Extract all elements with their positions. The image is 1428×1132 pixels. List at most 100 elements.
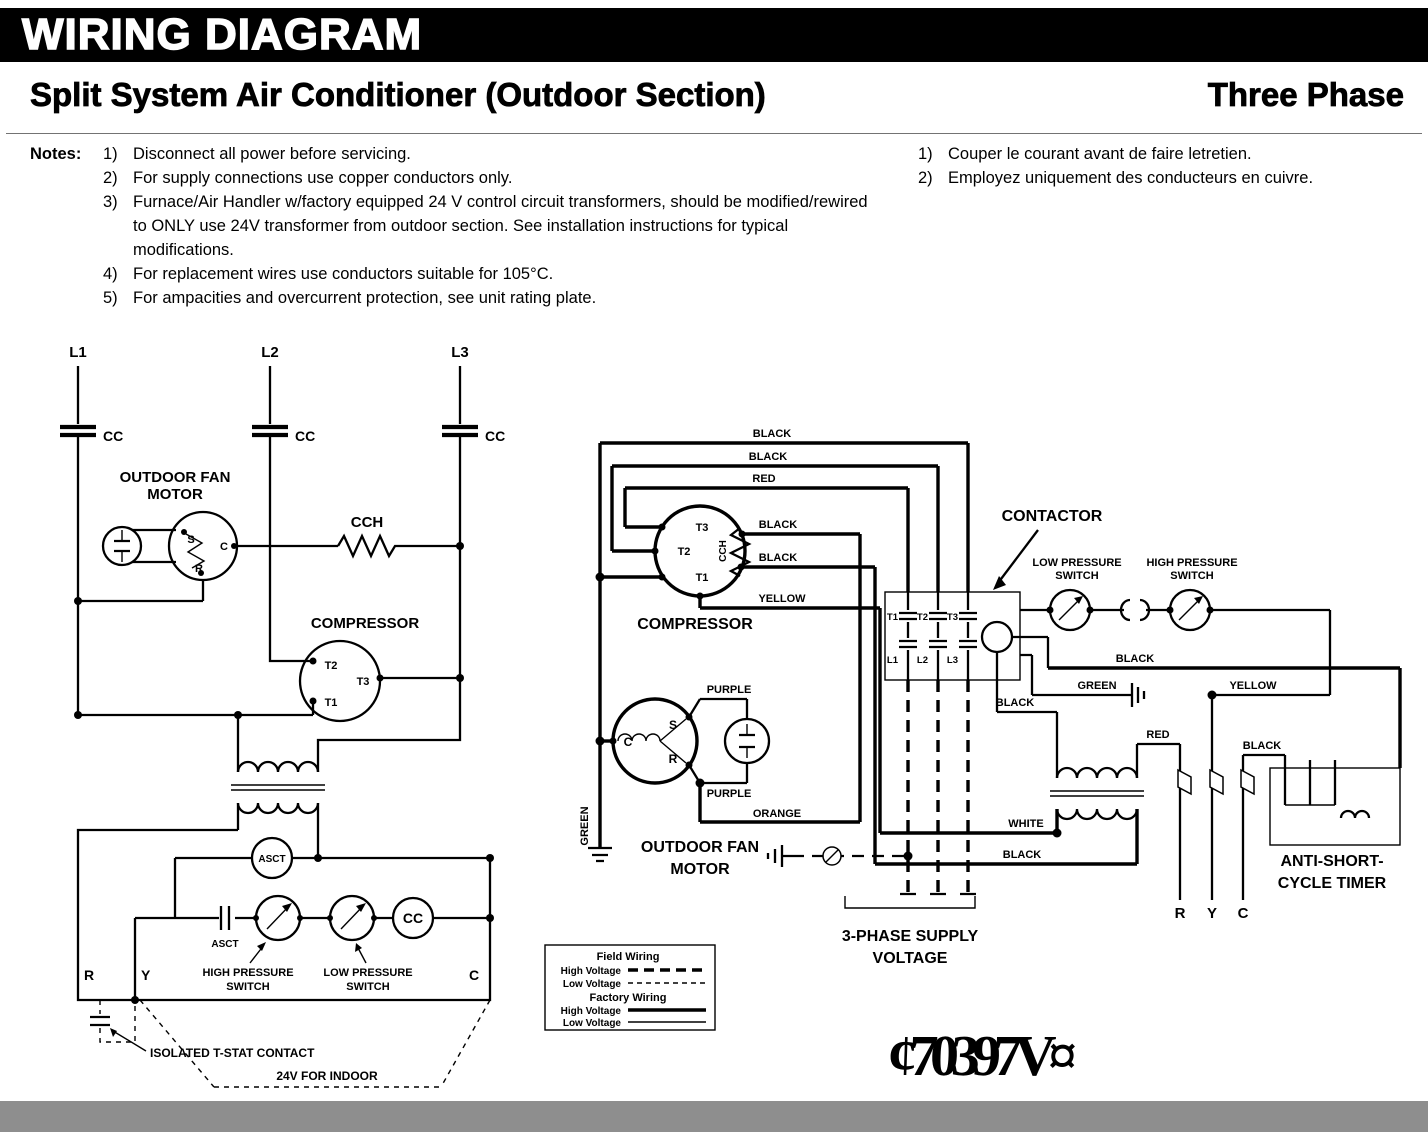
coil-bottom-lead (995, 652, 1059, 778)
wire-label-black: BLACK (996, 697, 1035, 709)
black-wire-to-fan (742, 532, 862, 822)
compressor-t1: T1 (696, 572, 709, 584)
black-wire-to-timer (1048, 666, 1402, 768)
junction-dot (456, 674, 464, 682)
junction-dot (903, 851, 913, 861)
wire-label-red: RED (752, 473, 775, 485)
hps-label-1: HIGH PRESSURE (202, 967, 293, 979)
fan-terminal-r: R (669, 752, 678, 766)
transformer-secondary-coil (236, 802, 320, 815)
timer-terminals (1283, 760, 1337, 805)
terminal-dot (309, 657, 317, 665)
contactor-coil-circle (980, 620, 1014, 654)
contactor-t3: T3 (947, 612, 958, 623)
wire-label-red: RED (1146, 729, 1169, 741)
left-schematic: L1 L2 L3 CC CC CC OUTDOOR FAN MOTOR S (60, 344, 505, 1088)
hps-label-arrowhead (257, 942, 266, 951)
t1-wire (78, 701, 315, 717)
junction-dot (131, 996, 139, 1004)
spade-terminal-c (1240, 768, 1255, 796)
wire-label-black: BLACK (749, 451, 788, 463)
junction-dot (234, 711, 242, 719)
legend-factory-hv: High Voltage (561, 1006, 622, 1017)
l2-wire (268, 437, 311, 663)
t3-feed-wire (623, 488, 662, 529)
contactor-arrowhead (993, 576, 1006, 590)
supply-label-2: VOLTAGE (873, 950, 948, 967)
tstat-contact-bars (90, 1015, 110, 1027)
supply-l3-label: L3 (451, 344, 469, 361)
supply-l2-label: L2 (261, 344, 279, 361)
hps-label-2: SWITCH (226, 981, 269, 993)
notes-english: Notes: 1) Disconnect all power before se… (0, 142, 880, 310)
terminal-y-label: Y (141, 967, 151, 983)
contactor-l1: L1 (887, 655, 899, 666)
t2-feed-wire (610, 466, 655, 553)
note-text: Furnace/Air Handler w/factory equipped 2… (133, 193, 868, 259)
legend-box (544, 944, 716, 1031)
transformer-core (231, 784, 325, 791)
legend-factory-title: Factory Wiring (590, 992, 667, 1004)
junction-dot (486, 854, 494, 862)
lps-label-1: LOW PRESSURE (323, 967, 412, 979)
note-text: Disconnect all power before servicing. (133, 145, 411, 163)
cc-label-3: CC (485, 428, 505, 444)
hps-label-2: SWITCH (1170, 570, 1213, 582)
right-wiring-diagram: BLACK BLACK RED T3 T2 T1 CCH COMPRESSOR (579, 428, 1402, 967)
lps-label-2: SWITCH (1055, 570, 1098, 582)
fan-motor-title-2: MOTOR (670, 861, 730, 878)
note-number: 1) (103, 145, 118, 163)
wire-label-orange: ORANGE (753, 808, 801, 820)
asct-coil-label: ASCT (258, 854, 285, 865)
title-bar: WIRING DIAGRAM (0, 8, 1428, 62)
hps-arrowhead (1194, 596, 1203, 604)
tstat-label: ISOLATED T-STAT CONTACT (150, 1046, 315, 1060)
hps-circle (1168, 588, 1212, 632)
contactor-pole-stubs (906, 592, 970, 680)
fan-winding (617, 733, 661, 742)
supply-label-1: 3-PHASE SUPPLY (842, 928, 979, 945)
contactor-contact-bars (899, 611, 977, 649)
legend-field-hv: High Voltage (561, 966, 622, 977)
lps-label-2: SWITCH (346, 981, 389, 993)
hps-label-1: HIGH PRESSURE (1146, 557, 1237, 569)
transformer-core (1050, 790, 1144, 797)
junction-dot (74, 597, 82, 605)
footer-bar (0, 1101, 1428, 1132)
note-number: 2) (918, 169, 933, 187)
wire-label-purple: PURPLE (707, 684, 752, 696)
asct-coil-circle (250, 836, 294, 880)
disconnect-symbol (1119, 598, 1131, 622)
fan-terminal-s: S (669, 718, 677, 732)
junction-dot (314, 854, 322, 862)
compressor-label: COMPRESSOR (637, 616, 753, 633)
contactor-l2: L2 (917, 655, 928, 666)
note-text: Employez uniquement des conducteurs en c… (948, 169, 1314, 187)
page-title: WIRING DIAGRAM (21, 9, 423, 60)
fan-capacitor-plates (739, 733, 755, 749)
terminal-dot (1086, 606, 1094, 614)
terminal-dot (1206, 606, 1214, 614)
orange-wire (698, 783, 860, 824)
yellow-white-wire (698, 596, 1057, 835)
note-item: 1) Couper le courant avant de faire letr… (918, 142, 1388, 166)
contactor-label: CONTACTOR (1002, 508, 1103, 525)
wire-label-yellow: YELLOW (1229, 680, 1277, 692)
header-rule (6, 133, 1422, 134)
cc-label-1: CC (103, 428, 123, 444)
indoor-24v-label: 24V FOR INDOOR (276, 1069, 378, 1083)
indoor-24v-dashed (139, 999, 491, 1088)
terminal-dot (1166, 606, 1174, 614)
note-text: For replacement wires use conductors sui… (133, 265, 554, 283)
cch-resistor (337, 533, 398, 559)
terminal-r-label: R (84, 967, 94, 983)
control-loop-outer (76, 828, 492, 1002)
tstat-leader-arrowhead (110, 1028, 117, 1037)
fan-winding (185, 533, 206, 569)
fan-ground-symbol (588, 846, 612, 863)
contactor-arrow (997, 529, 1039, 584)
compressor-t1: T1 (325, 697, 338, 709)
legend-field-lv: Low Voltage (563, 979, 622, 990)
feed-wire-black-1 (600, 441, 970, 592)
subtitle-row: Split System Air Conditioner (Outdoor Se… (30, 76, 1405, 114)
